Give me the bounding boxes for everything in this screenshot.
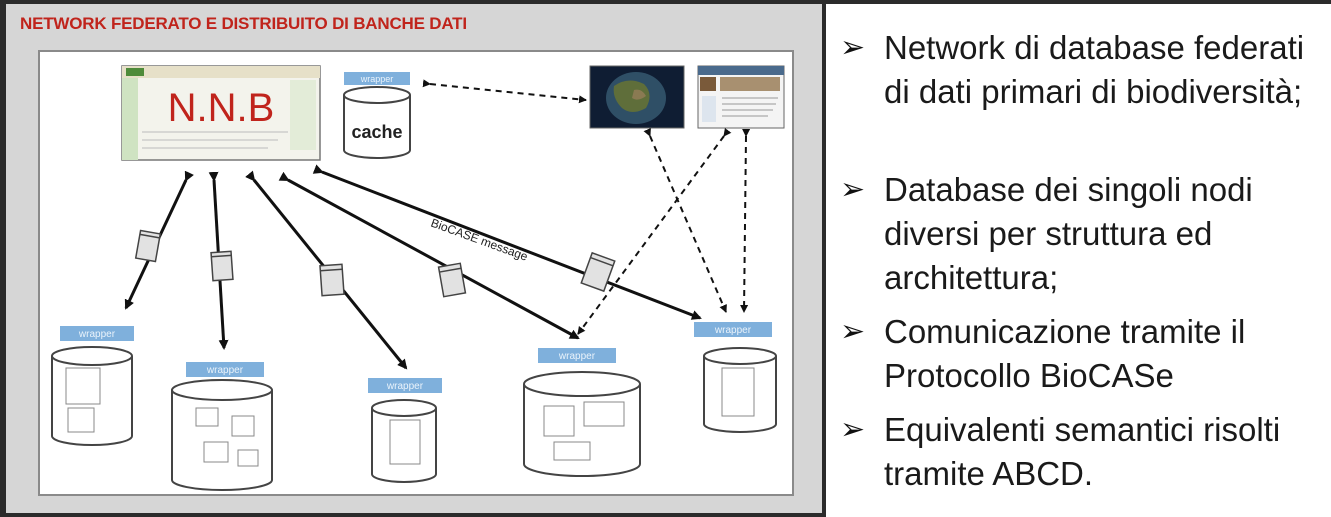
node-database-4 xyxy=(523,371,641,477)
arrow-bullet-icon: ➢ xyxy=(840,412,866,447)
portal-label: N.N.B xyxy=(168,86,275,130)
message-scrolls xyxy=(134,229,616,298)
svg-text:wrapper: wrapper xyxy=(558,351,596,362)
bullet-text: Network di database federati di dati pri… xyxy=(884,29,1305,110)
svg-text:wrapper: wrapper xyxy=(386,381,424,392)
bullet-text: Equivalenti semantici risolti tramite AB… xyxy=(884,411,1281,492)
svg-text:wrapper: wrapper xyxy=(206,365,244,376)
node-database-3 xyxy=(371,399,437,483)
cache-database: wrapper cache xyxy=(343,72,411,159)
network-diagram: N.N.B wrapper cache xyxy=(51,65,785,491)
bullet-text: Comunicazione tramite il Protocollo BioC… xyxy=(884,313,1246,394)
node-databases xyxy=(51,346,777,491)
biocase-message-label: BioCASE message xyxy=(429,216,530,264)
bullet-panel: ➢ Network di database federati di dati p… xyxy=(826,4,1331,517)
arrow-bullet-icon: ➢ xyxy=(840,30,866,65)
map-screenshot xyxy=(589,65,685,129)
bullet-item: ➢ Comunicazione tramite il Protocollo Bi… xyxy=(840,310,1329,398)
node-database-1 xyxy=(51,346,133,446)
node-database-2 xyxy=(171,379,273,491)
wrapper-tags: wrapper wrapper wrapper wrapper wrapper xyxy=(60,322,772,393)
svg-text:wrapper: wrapper xyxy=(78,329,116,340)
svg-text:wrapper: wrapper xyxy=(714,325,752,336)
diagram-title: NETWORK FEDERATO E DISTRIBUITO DI BANCHE… xyxy=(20,14,467,33)
bullet-item: ➢ Equivalenti semantici risolti tramite … xyxy=(840,408,1329,496)
arrow-bullet-icon: ➢ xyxy=(840,172,866,207)
arrow-bullet-icon: ➢ xyxy=(840,314,866,349)
node-database-5 xyxy=(703,347,777,433)
bullet-item: ➢ Network di database federati di dati p… xyxy=(840,26,1329,114)
web-screenshot xyxy=(697,65,785,129)
svg-text:wrapper: wrapper xyxy=(360,74,394,84)
cache-label: cache xyxy=(351,122,402,142)
nnb-portal-screenshot: N.N.B xyxy=(121,65,321,161)
bullet-text: Database dei singoli nodi diversi per st… xyxy=(884,171,1253,296)
bullet-item: ➢ Database dei singoli nodi diversi per … xyxy=(840,168,1329,300)
